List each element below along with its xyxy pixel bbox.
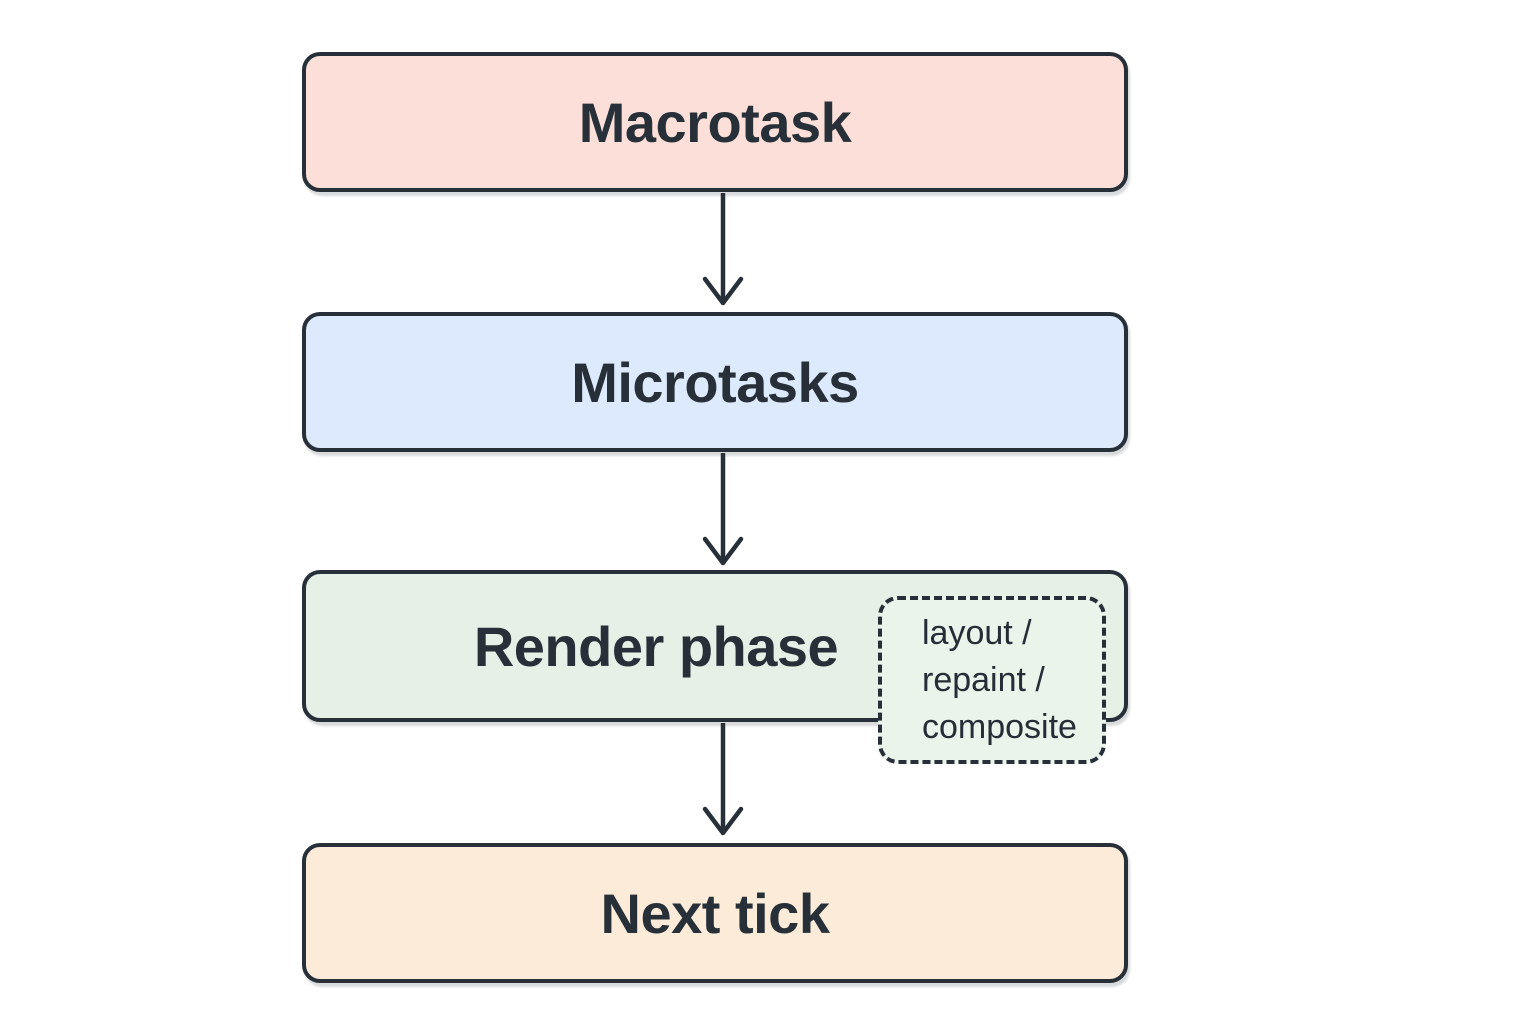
arrow-down-icon — [693, 193, 753, 307]
node-render-phase-label: Render phase — [473, 614, 839, 678]
node-microtasks: Microtasks — [302, 312, 1128, 452]
node-macrotask: Macrotask — [302, 52, 1128, 192]
node-next-tick-label: Next tick — [600, 881, 830, 945]
node-next-tick: Next tick — [302, 843, 1128, 983]
arrow-down-icon — [693, 453, 753, 567]
node-microtasks-label: Microtasks — [571, 350, 859, 414]
node-macrotask-label: Macrotask — [578, 90, 852, 154]
annotation-line: repaint / — [922, 660, 1045, 699]
annotation-line: composite — [922, 707, 1077, 746]
render-phase-annotation-box: layout / repaint / composite — [878, 596, 1106, 764]
annotation-line: layout / — [922, 613, 1032, 652]
arrow-down-icon — [693, 723, 753, 837]
